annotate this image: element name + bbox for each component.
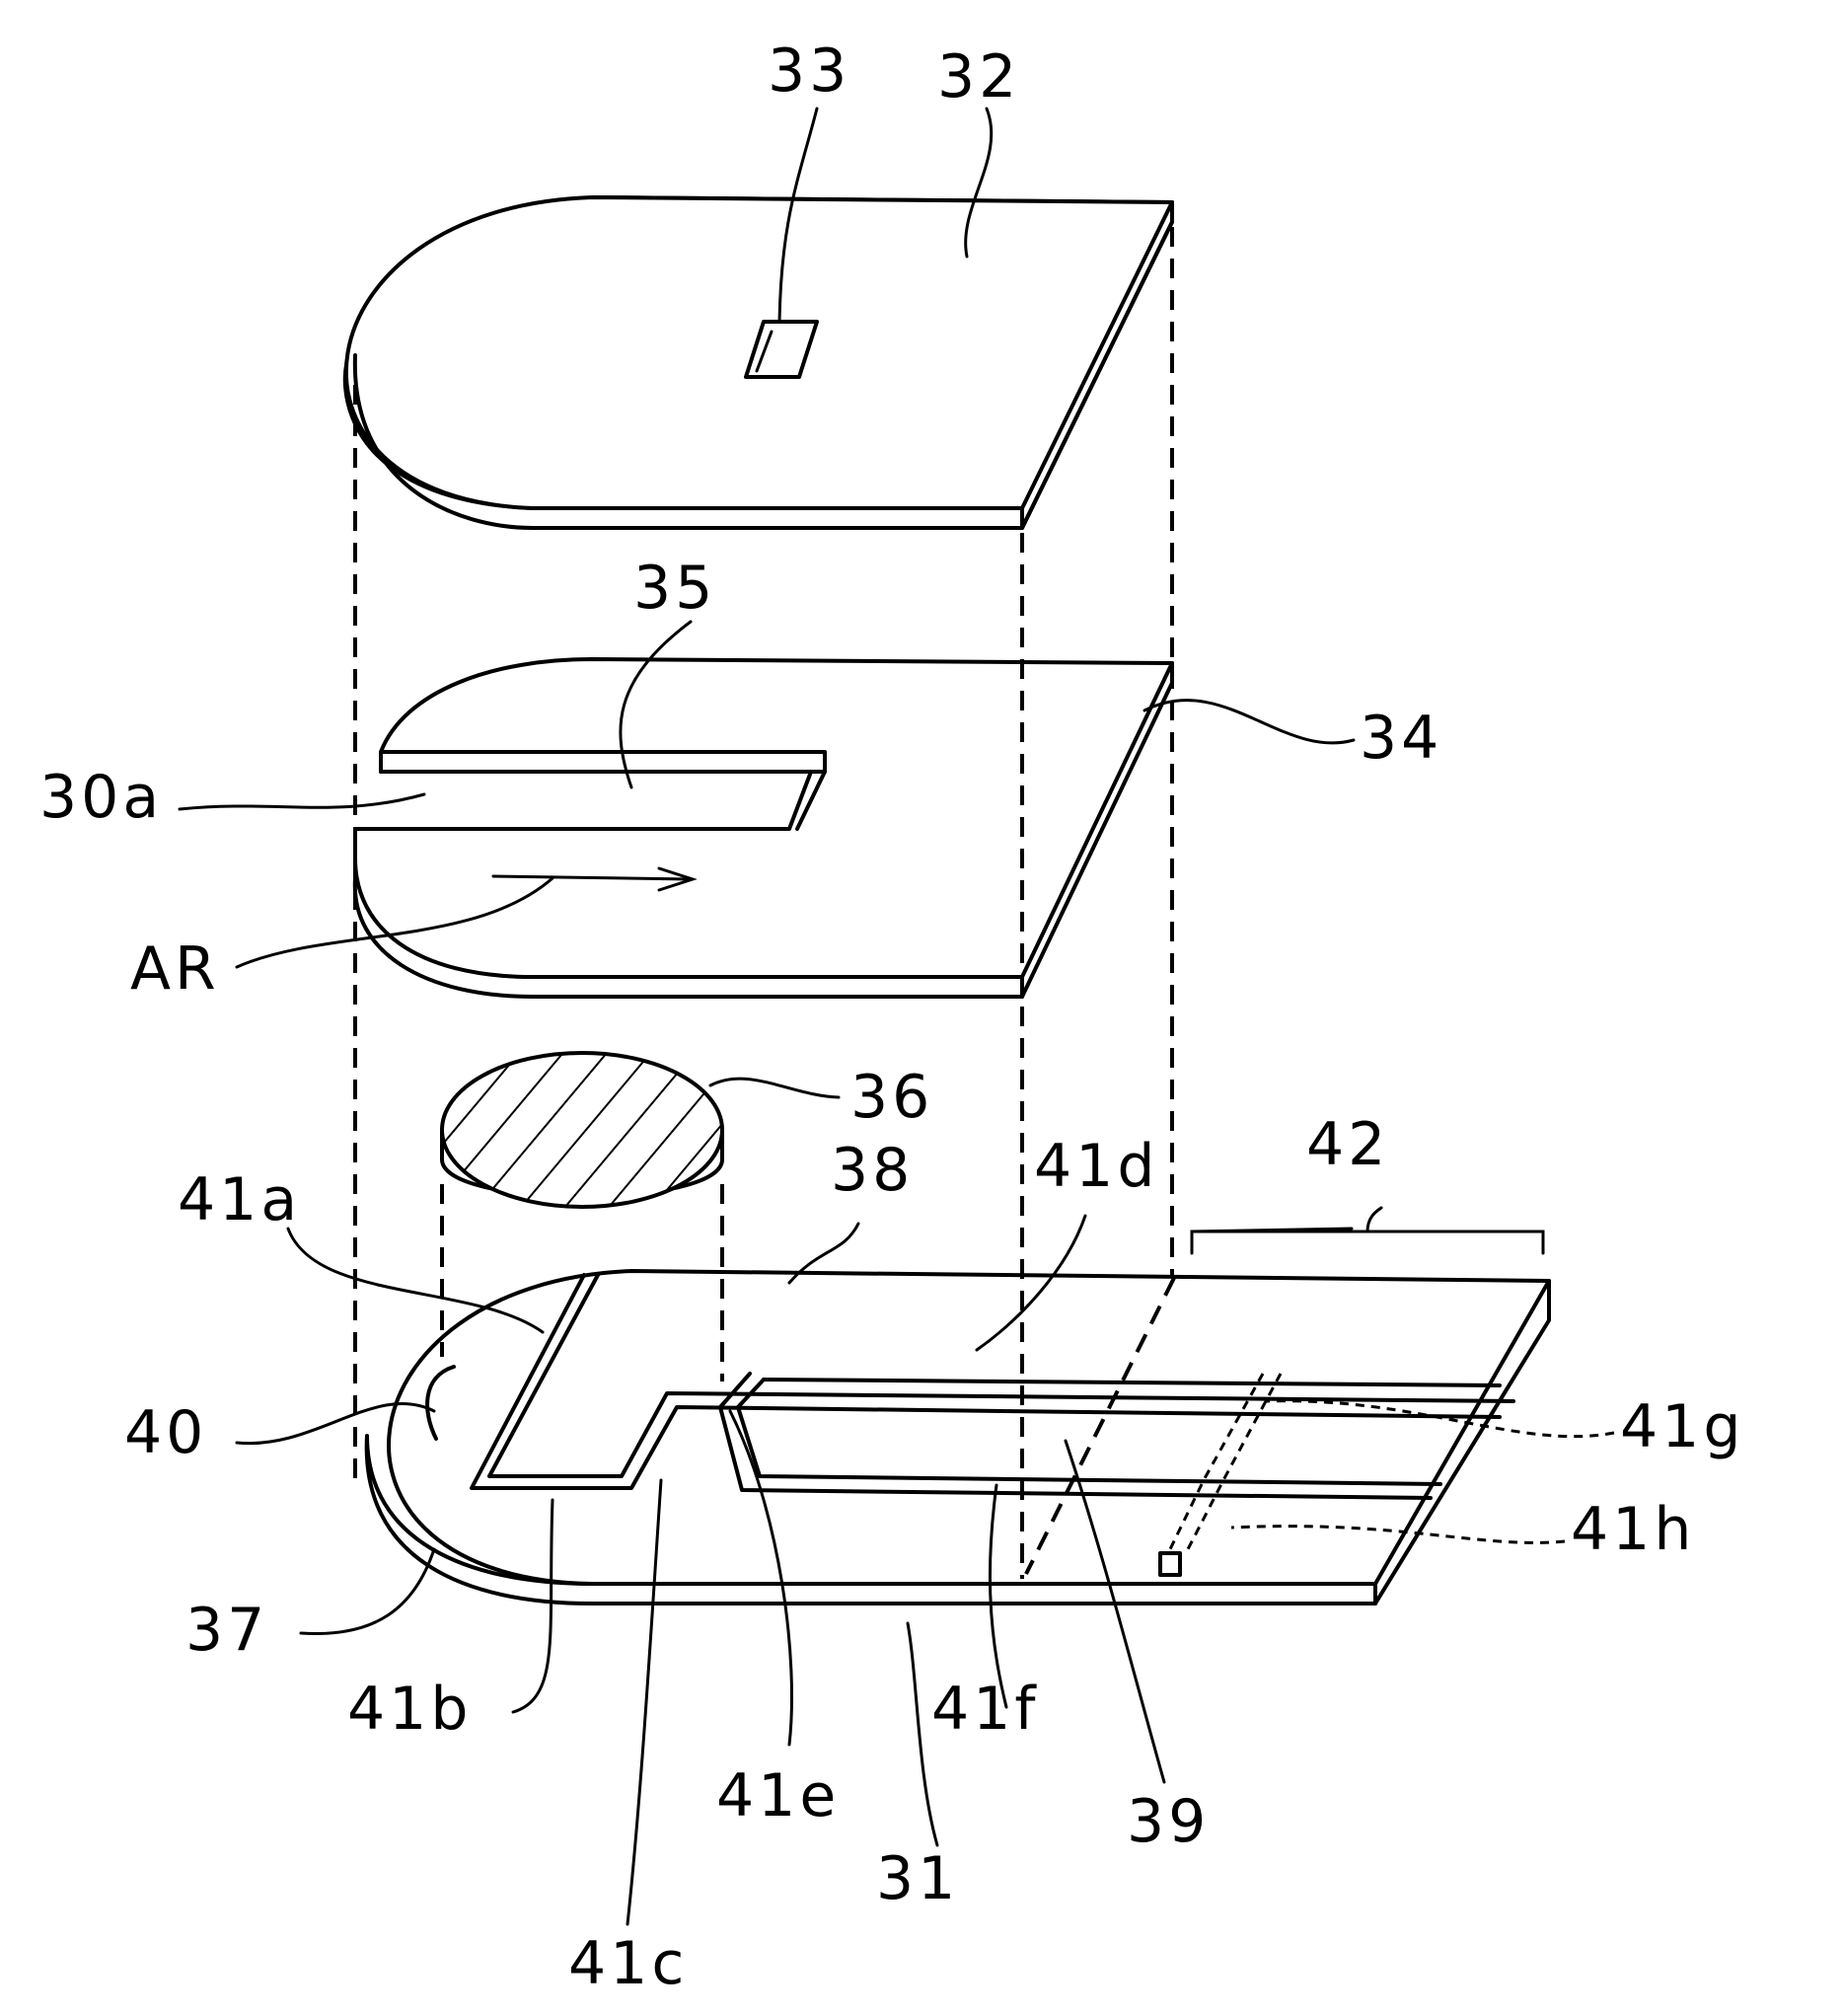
label-36: 36 (850, 1063, 933, 1132)
label-33: 33 (768, 37, 850, 106)
label-30a: 30a (39, 763, 163, 832)
label-41a: 41a (178, 1165, 301, 1234)
cover-plate-32 (345, 197, 1172, 528)
label-31: 31 (876, 1844, 959, 1913)
label-42: 42 (1306, 1110, 1389, 1179)
label-41h: 41h (1571, 1495, 1695, 1564)
label-41b: 41b (347, 1675, 472, 1744)
label-40: 40 (124, 1398, 207, 1467)
label-39: 39 (1127, 1787, 1210, 1856)
label-41g: 41g (1620, 1392, 1744, 1461)
label-41f: 41f (931, 1675, 1039, 1744)
label-32: 32 (937, 42, 1020, 112)
label-41c: 41c (568, 1929, 688, 1998)
terminal-tab (1160, 1553, 1180, 1575)
label-AR: AR (130, 934, 220, 1004)
label-41d: 41d (1034, 1132, 1158, 1201)
label-34: 34 (1360, 704, 1442, 773)
label-37: 37 (185, 1596, 268, 1665)
label-41e: 41e (716, 1761, 840, 1830)
reagent-disc-36 (442, 1053, 722, 1207)
label-35: 35 (633, 554, 716, 623)
base-plate-31 (367, 1271, 1549, 1604)
label-38: 38 (831, 1136, 914, 1205)
spacer-34 (355, 659, 1172, 997)
